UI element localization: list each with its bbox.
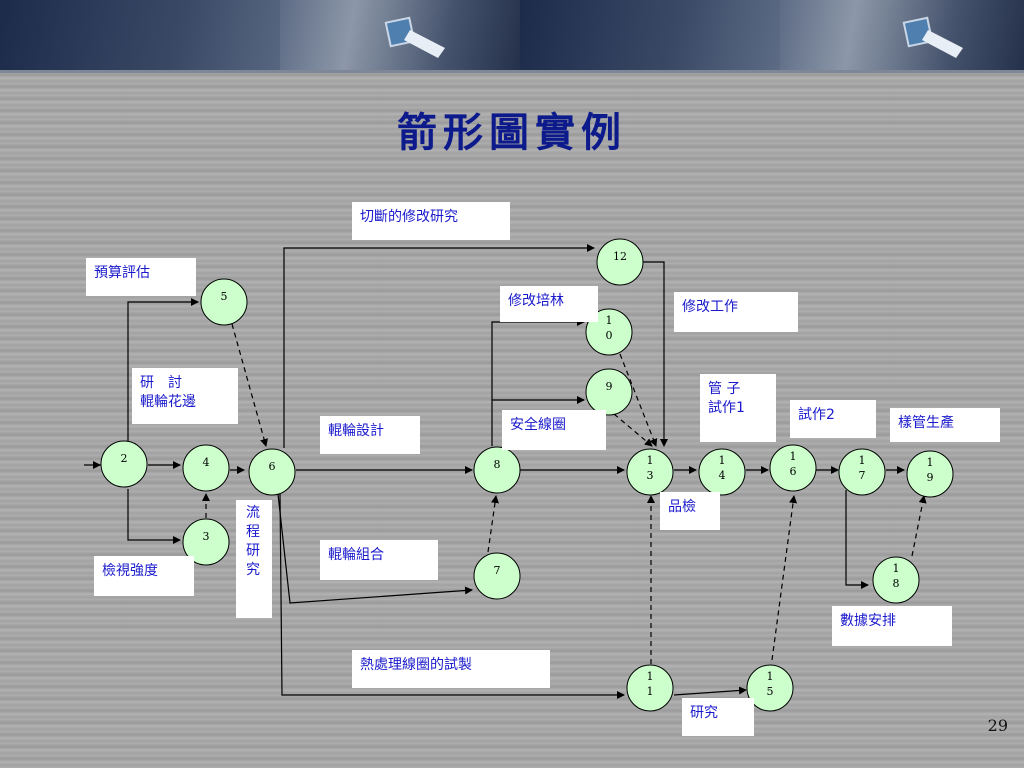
label-research: 研究	[682, 698, 754, 736]
node-4: 4	[182, 444, 230, 492]
edge-6-7	[277, 493, 473, 604]
label-heat-treat: 熱處理線圈的試製	[352, 650, 550, 688]
edge-8-10	[491, 318, 585, 446]
node-label: 6	[269, 460, 276, 473]
label-quality-check: 品檢	[660, 492, 720, 530]
node-label: 9	[606, 380, 613, 393]
edge-9-13	[613, 413, 653, 447]
chip-logo-icon	[384, 16, 445, 58]
edge-17-18	[845, 490, 869, 589]
node-2: 2	[100, 440, 148, 488]
edge-15-16	[771, 495, 798, 661]
node-label: 2	[121, 452, 128, 465]
node-3: 3	[182, 518, 230, 566]
node-label: 8	[494, 458, 501, 471]
node-9: 9	[585, 368, 633, 416]
edge-6-11	[279, 493, 625, 699]
label-roll-assembly: 輥輪組合	[320, 540, 438, 580]
node-12: 12	[596, 238, 644, 286]
label-budget: 預算評估	[86, 258, 196, 296]
label-sample-production: 樣管生產	[890, 408, 1000, 442]
node-7: 7	[473, 552, 521, 600]
label-pipe-trial: 管 子 試作1	[700, 374, 776, 442]
node-label: 4	[203, 456, 210, 469]
header-banner	[0, 0, 1024, 73]
node-label: 7	[494, 564, 501, 577]
chip-logo-icon-2	[902, 16, 963, 58]
node-8: 8	[473, 446, 521, 494]
edge-6-12	[283, 244, 595, 448]
edge-5-6	[231, 323, 268, 447]
edge-2-3	[127, 489, 181, 544]
node-5: 5	[200, 278, 248, 326]
label-inspect: 檢視強度	[94, 556, 194, 596]
label-trial2: 試作2	[790, 400, 876, 438]
edge-18-19	[911, 495, 927, 557]
label-cut-study: 切斷的修改研究	[352, 202, 510, 240]
node-label: 12	[613, 250, 627, 263]
node-label: 3	[203, 530, 210, 543]
edge-12-13	[642, 261, 668, 447]
edge-11-15	[673, 686, 747, 696]
edge-2-5	[127, 298, 199, 441]
label-data-arrange: 數據安排	[832, 606, 952, 646]
edge-10-13	[619, 353, 658, 447]
node-6: 6	[248, 448, 296, 496]
label-discuss: 研 討 輥輪花邊	[132, 368, 238, 424]
label-safety-coil: 安全線圈	[502, 410, 606, 450]
edges	[84, 244, 927, 699]
label-modify-train: 修改培林	[500, 286, 598, 322]
edge-7-8	[487, 495, 499, 553]
node-label: 5	[221, 290, 228, 303]
page-title: 箭形圖實例	[397, 109, 627, 156]
label-roll-design: 輥輪設計	[320, 416, 420, 454]
page-number: 29	[987, 716, 1008, 735]
banner-decor	[384, 16, 963, 58]
label-flow-study: 流 程 研 究	[236, 500, 272, 618]
label-modify-work: 修改工作	[674, 292, 798, 332]
